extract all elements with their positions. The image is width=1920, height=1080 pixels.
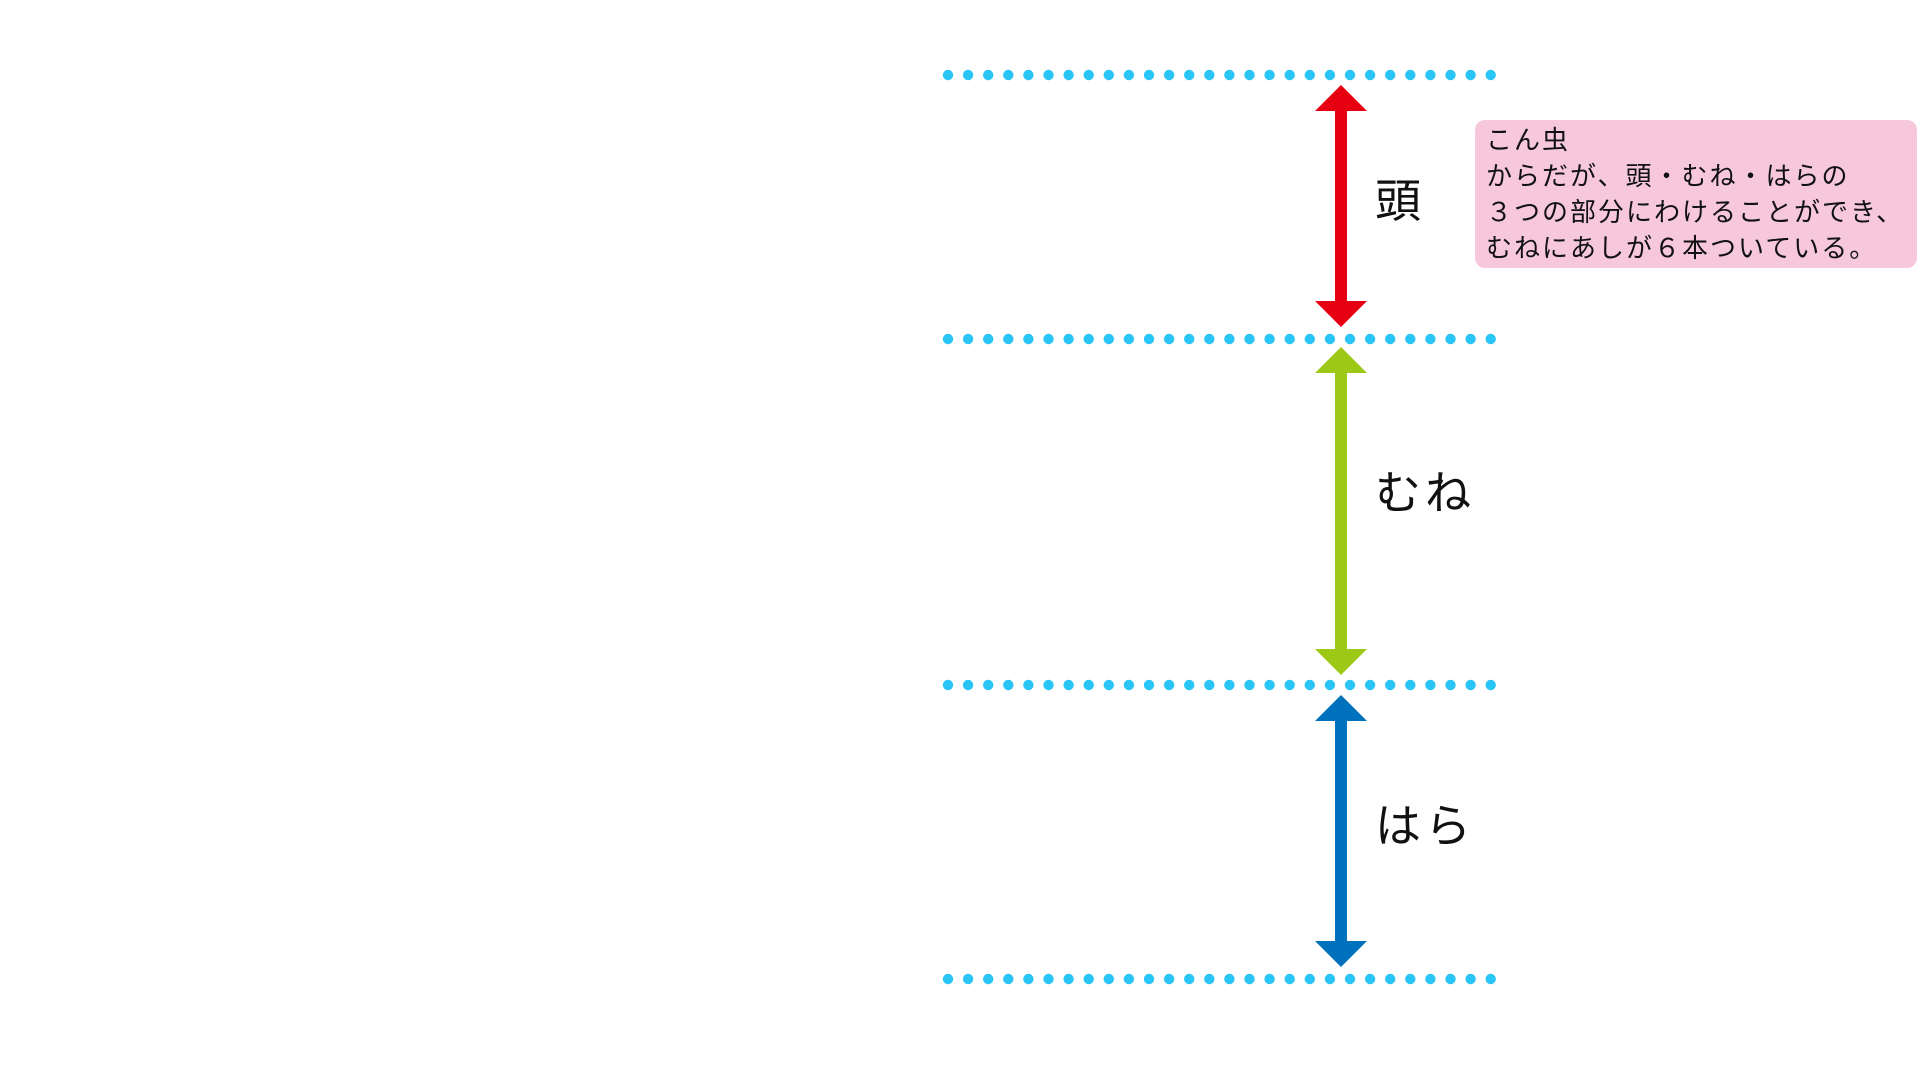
segment-arrows	[1315, 85, 1367, 967]
info-box-line: むねにあしが６本ついている。	[1486, 234, 1878, 264]
insect-definition-box: こん虫 からだが、頭・むね・はらの ３つの部分にわけることができ、 むねにあしが…	[1475, 120, 1917, 268]
abdomen-arrow	[1315, 695, 1367, 967]
dotted-line-0	[942, 69, 1496, 81]
info-box-line: からだが、頭・むね・はらの	[1486, 162, 1850, 192]
segment-label-head: 頭	[1375, 174, 1425, 228]
dotted-line-2	[942, 679, 1496, 691]
dotted-boundary-lines	[942, 69, 1496, 985]
chest-arrow	[1315, 347, 1367, 675]
dotted-line-1	[942, 333, 1496, 345]
dotted-line-3	[942, 973, 1496, 985]
info-box-title: こん虫	[1486, 126, 1571, 156]
head-arrow	[1315, 85, 1367, 327]
segment-label-chest: むね	[1375, 466, 1475, 520]
info-box-line: ３つの部分にわけることができ、	[1486, 198, 1905, 228]
segment-label-abdomen: はら	[1375, 799, 1475, 853]
